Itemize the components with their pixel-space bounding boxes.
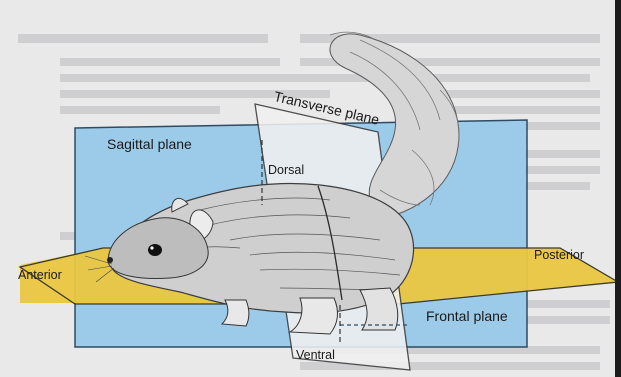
anterior-label: Anterior — [18, 268, 62, 282]
sagittal-plane-label: Sagittal plane — [107, 136, 192, 152]
squirrel-eye — [148, 244, 162, 256]
posterior-label: Posterior — [534, 248, 584, 262]
squirrel-nose — [107, 257, 113, 263]
frontal-plane-label: Frontal plane — [426, 308, 508, 324]
ventral-label: Ventral — [296, 348, 335, 362]
squirrel-eye-highlight — [150, 246, 153, 249]
page-edge-shadow — [615, 0, 621, 377]
dorsal-label: Dorsal — [268, 163, 304, 177]
